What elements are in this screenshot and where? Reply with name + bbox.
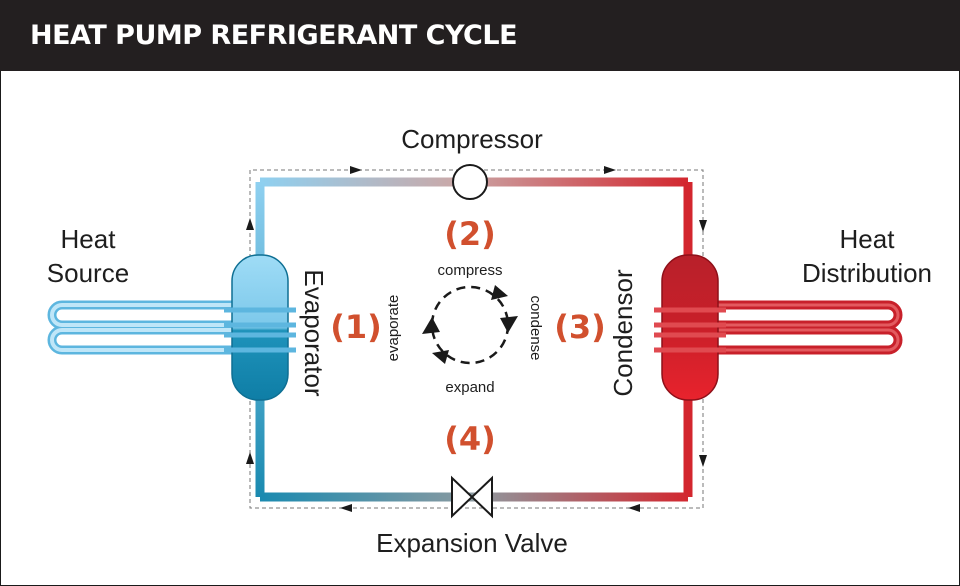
heat-distribution-label-line1: Heat [840,224,896,254]
arrow-top-left [350,166,362,174]
expansion-valve-label: Expansion Valve [376,528,568,558]
step-evaporate-label: evaporate [385,295,402,362]
condensor-label: Condensor [608,269,638,397]
heat-source-label-line2: Source [47,258,129,288]
compressor-symbol [452,164,488,200]
stage-3-number: (3) [554,308,606,346]
arrow-bottom-right [628,504,640,512]
flow-arrows [246,166,707,512]
evaporator-label: Evaporator [299,269,329,397]
arrow-left-upper [246,218,254,230]
arrow-left-lower [246,452,254,464]
stage-2-number: (2) [444,215,496,253]
evaporator-tank [224,254,296,401]
heat-distribution-coil [695,300,903,355]
step-condense-label: condense [527,295,544,360]
heat-source-coil [47,300,253,355]
expansion-valve-symbol [451,475,493,519]
arrow-right-upper [699,220,707,232]
cycle-arrowheads [422,285,518,364]
step-expand-label: expand [445,379,494,396]
heat-distribution-label-line2: Distribution [802,258,932,288]
arrow-bottom-left [340,504,352,512]
arrow-top-right [604,166,616,174]
header-bar: HEAT PUMP REFRIGERANT CYCLE [0,0,960,71]
heat-source-label-line1: Heat [61,224,117,254]
compressor-label: Compressor [401,124,543,154]
page-title: HEAT PUMP REFRIGERANT CYCLE [30,20,518,51]
condensor-tank [654,254,726,401]
step-compress-label: compress [437,262,502,279]
arrow-right-lower [699,455,707,467]
stage-1-number: (1) [330,308,382,346]
stage-4-number: (4) [444,420,496,458]
